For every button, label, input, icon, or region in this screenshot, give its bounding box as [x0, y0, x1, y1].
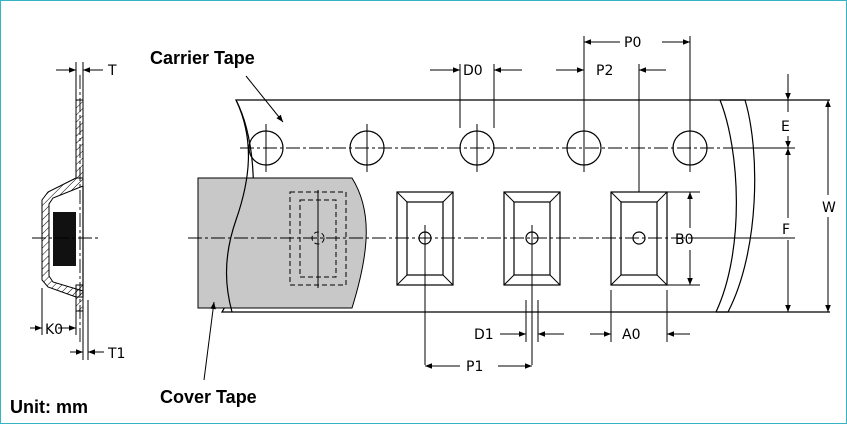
carrier-tape-outline [220, 99, 756, 313]
tape-profile-upper [75, 99, 84, 179]
pocket-3 [610, 191, 668, 286]
sprocket-holes [248, 124, 708, 172]
component-body [53, 212, 76, 266]
dim-K0-label: K0 [45, 322, 63, 338]
covered-pocket [289, 190, 347, 288]
carrier-tape-label: Carrier Tape [150, 48, 255, 68]
dim-T-label: T [107, 63, 117, 79]
dim-T1-label: T1 [107, 346, 125, 362]
pocket-1 [396, 191, 454, 365]
cover-tape [197, 177, 367, 309]
dim-A0-label: A0 [622, 327, 640, 343]
dim-F-label: F [782, 222, 790, 238]
cover-tape-label: Cover Tape [160, 387, 257, 407]
top-view: P0 D0 P2 B0 E F W [150, 35, 836, 407]
side-view: T K0 T1 [30, 62, 125, 362]
dim-D1-label: D1 [474, 327, 494, 343]
dim-P2-label: P2 [596, 63, 613, 79]
dim-D0-label: D0 [463, 63, 483, 79]
pocket-2 [503, 191, 561, 365]
dim-P0-label: P0 [624, 35, 641, 51]
dim-P1-label: P1 [466, 359, 483, 375]
dim-E-label: E [781, 119, 790, 135]
dim-B0-label: B0 [675, 232, 694, 248]
dim-W-label: W [822, 200, 836, 216]
tape-profile-lower [75, 284, 84, 312]
unit-label: Unit: mm [10, 397, 88, 417]
